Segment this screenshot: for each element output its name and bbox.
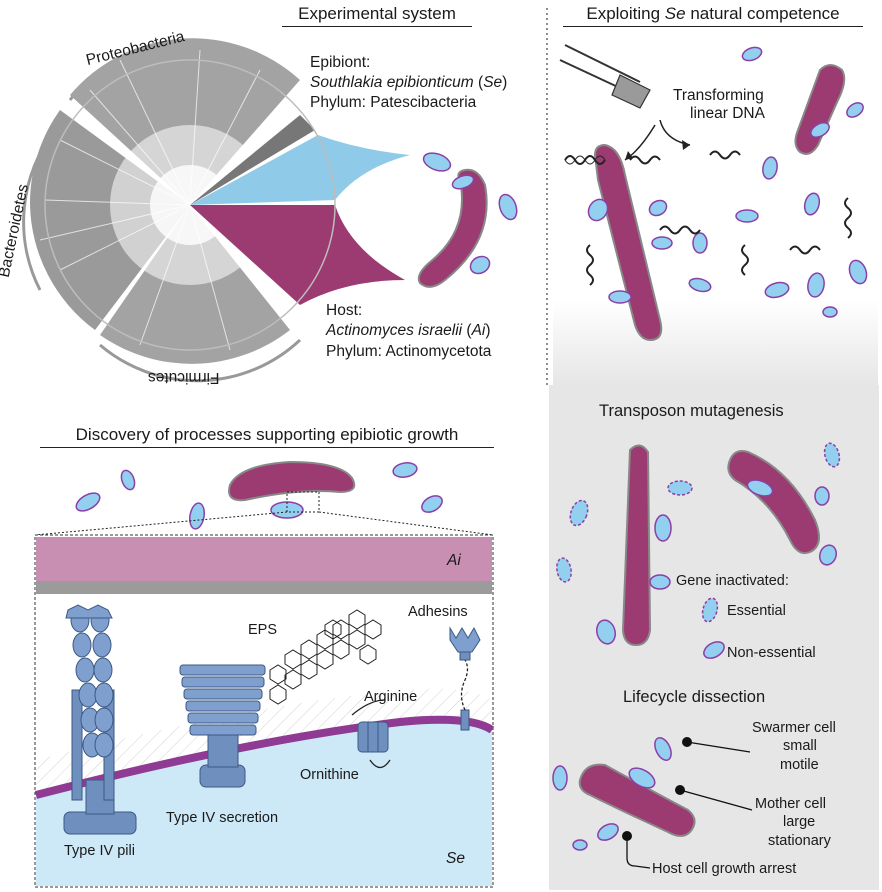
phylogenetic-tree	[22, 38, 410, 383]
tree-dark-wedge	[190, 115, 315, 205]
host-phylum: Phylum: Actinomycetota	[326, 343, 492, 360]
tree-outer-ring	[44, 59, 336, 351]
host-wall	[36, 581, 492, 594]
dna-label-line1: Transforming	[673, 87, 764, 104]
label-firmicutes: Firmicutes	[148, 369, 220, 386]
discovery-illustration	[34, 460, 495, 888]
legend-nonessential: Non-essential	[727, 645, 816, 661]
host-paren-open: (	[462, 322, 472, 339]
clade-actinomycetota	[190, 205, 336, 305]
dna-label-line2: linear DNA	[690, 105, 765, 122]
host-arrest: Host cell growth arrest	[652, 861, 797, 877]
competence-title-prefix: Exploiting	[586, 4, 665, 23]
callout-blue	[318, 135, 410, 200]
type4-secretion-structure	[179, 664, 266, 788]
legend-title: Gene inactivated:	[676, 573, 789, 589]
label-type4-secretion: Type IV secretion	[166, 810, 279, 826]
epibiont-species: Southlakia epibionticum (Se)	[310, 74, 507, 92]
epibiont-paren-open: (	[473, 74, 484, 91]
clade-patescibacteria	[190, 135, 335, 205]
layer-label-epibiont: Se	[446, 850, 465, 867]
epibiont-cytoplasm	[36, 719, 492, 886]
arc-firmicutes	[99, 338, 302, 383]
type4-pili-structure	[63, 604, 137, 835]
epibiont-species-name: Southlakia epibionticum	[310, 74, 474, 91]
panel-title-transposon: Transposon mutagenesis	[599, 402, 784, 420]
host-species: Actinomyces israelii (Ai)	[326, 322, 491, 340]
host-species-name: Actinomyces israelii	[326, 322, 463, 339]
panel-title-lifecycle: Lifecycle dissection	[623, 688, 766, 706]
panel-title-experimental-system: Experimental system	[282, 4, 472, 27]
eps-hexagons	[269, 609, 382, 705]
layer-label-host: Ai	[447, 552, 461, 569]
host-epibiont-illustration	[417, 152, 518, 288]
swarmer-line3: motile	[780, 757, 819, 773]
label-eps: EPS	[248, 622, 278, 638]
label-type4-pili: Type IV pili	[64, 843, 135, 859]
epibiont-abbr: Se	[483, 74, 503, 91]
tree-gray-mass-top	[70, 38, 300, 206]
competence-illustration	[553, 44, 878, 385]
lifecycle-illustration	[552, 736, 753, 869]
epibiont-phylum: Phylum: Patescibacteria	[310, 94, 477, 111]
host-layer	[36, 537, 492, 581]
epibiont-heading: Epibiont:	[310, 54, 371, 71]
tree-gray-mass	[29, 110, 191, 330]
swarmer-line2: small	[783, 738, 817, 754]
mother-line2: large	[783, 814, 816, 830]
callout-magenta	[300, 205, 405, 305]
host-heading: Host:	[326, 302, 363, 319]
pipette	[559, 44, 651, 109]
label-arginine: Arginine	[364, 689, 418, 705]
competence-title-italic: Se	[664, 4, 686, 23]
label-ornithine: Ornithine	[300, 767, 359, 783]
legend-essential: Essential	[727, 603, 786, 619]
transposon-illustration	[549, 385, 879, 890]
adhesin-structure	[449, 626, 481, 731]
host-paren-close: )	[485, 322, 491, 339]
panel-title-discovery: Discovery of processes supporting epibio…	[40, 425, 494, 448]
epibiont-paren-close: )	[502, 74, 508, 91]
panel-title-competence: Exploiting Se natural competence	[563, 4, 863, 27]
host-abbr: Ai	[471, 322, 486, 339]
arginine-ornithine-transporter	[351, 699, 391, 769]
mother-line1: Mother cell	[755, 796, 826, 812]
mother-line3: stationary	[768, 833, 831, 849]
swarmer-line1: Swarmer cell	[752, 720, 836, 736]
competence-title-suffix: natural competence	[685, 4, 840, 23]
label-adhesins: Adhesins	[408, 604, 468, 620]
